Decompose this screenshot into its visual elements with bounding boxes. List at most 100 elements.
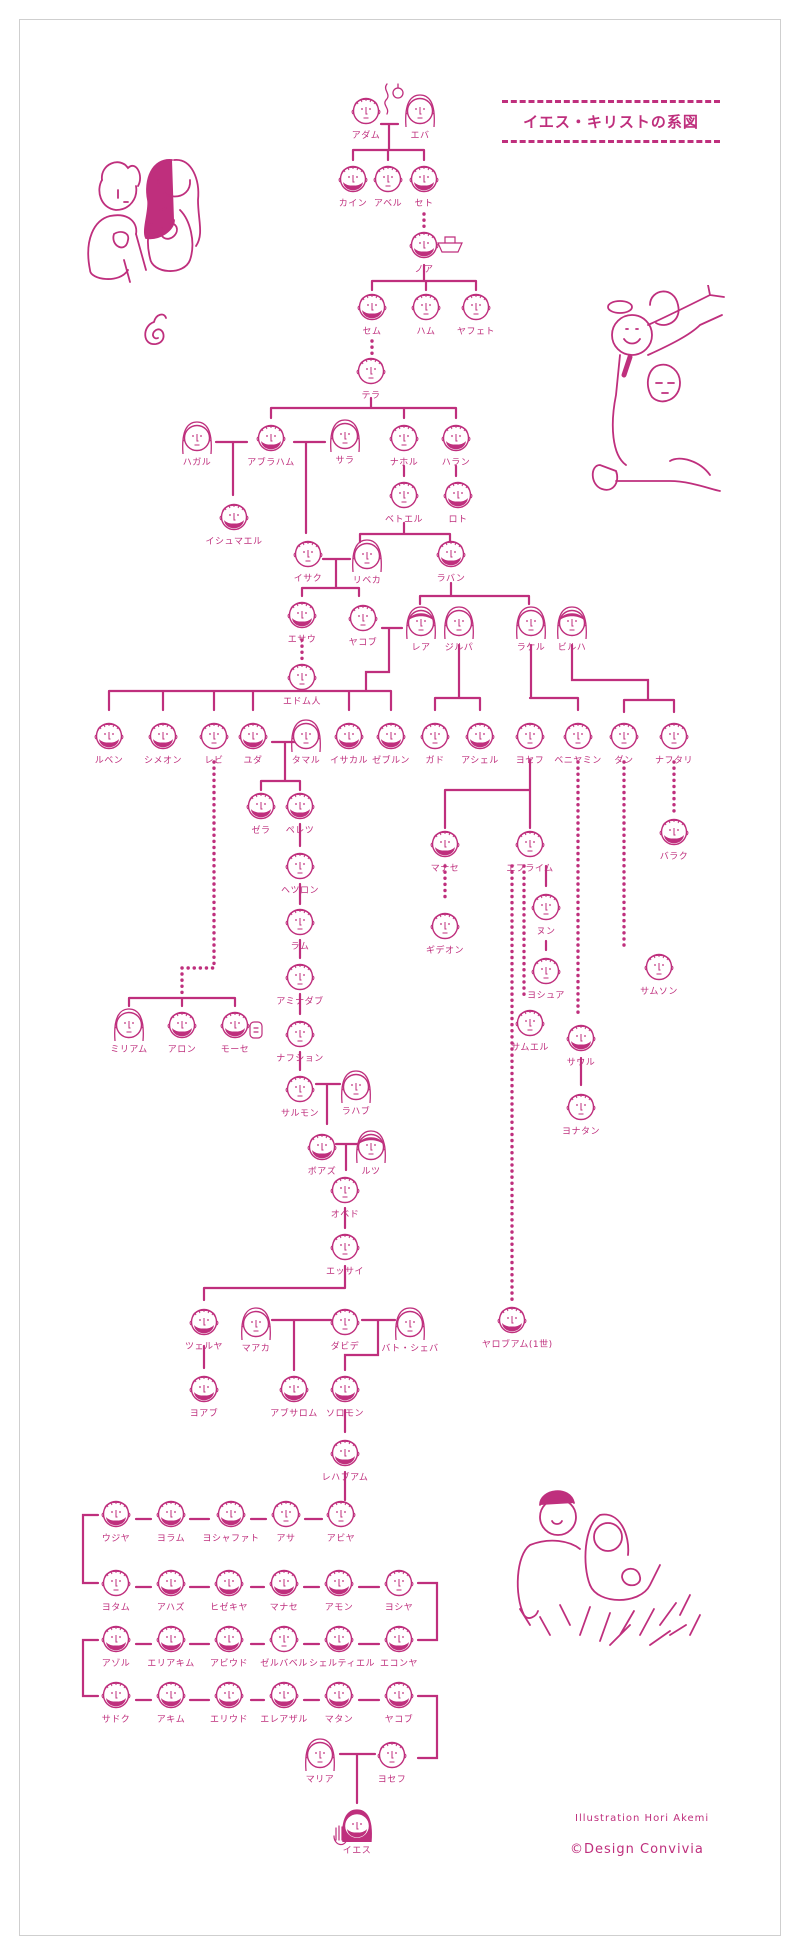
person-node: ヤロブアム(1世) xyxy=(482,1300,553,1351)
face-icon xyxy=(342,287,402,325)
face-icon xyxy=(428,475,488,513)
face-icon xyxy=(396,287,456,325)
person-node: アハズ xyxy=(141,1563,201,1614)
person-name: アロン xyxy=(167,1045,197,1055)
face-icon xyxy=(644,716,704,754)
person-node: ベトエル xyxy=(374,475,434,526)
person-node: エバ xyxy=(390,91,450,142)
title-box: イエス・キリストの系図 xyxy=(502,100,720,143)
face-icon xyxy=(629,947,689,985)
person-node: ヘツロン xyxy=(270,846,330,897)
face-icon xyxy=(223,716,283,754)
person-node: アゾル xyxy=(86,1619,146,1670)
face-icon xyxy=(390,91,450,129)
face-icon xyxy=(141,1563,201,1601)
face-icon xyxy=(204,497,264,535)
person-name: マナセ xyxy=(269,1603,299,1613)
face-icon xyxy=(86,1563,146,1601)
person-node: ロト xyxy=(428,475,488,526)
person-node: ウジヤ xyxy=(86,1494,146,1545)
face-icon xyxy=(369,1619,429,1657)
face-icon xyxy=(199,1563,259,1601)
person-name: ダン xyxy=(614,756,634,766)
face-icon xyxy=(167,418,227,456)
wing xyxy=(649,290,680,326)
face-icon xyxy=(429,603,489,641)
face-icon xyxy=(270,957,330,995)
person-name: エバ xyxy=(410,131,430,141)
person-node: マタン xyxy=(309,1675,369,1726)
face-icon xyxy=(516,887,576,925)
face-icon xyxy=(315,416,375,454)
person-name: ヨラム xyxy=(156,1534,186,1544)
person-node: エサウ xyxy=(272,595,332,646)
person-name: ロト xyxy=(448,515,468,525)
person-name: ジルパ xyxy=(444,643,474,653)
person-name: ソロモン xyxy=(325,1409,364,1419)
person-name: サウル xyxy=(566,1058,596,1068)
person-node: ツェルヤ xyxy=(174,1302,234,1353)
person-name: エッサイ xyxy=(325,1267,364,1277)
face-icon xyxy=(333,598,393,636)
person-name: レア xyxy=(411,643,431,653)
face-icon xyxy=(369,1675,429,1713)
person-node: リベカ xyxy=(337,536,397,587)
person-name: シメオン xyxy=(143,756,182,766)
face-icon xyxy=(254,1563,314,1601)
person-name: エリアキム xyxy=(147,1659,195,1669)
face-icon xyxy=(270,1014,330,1052)
face-icon xyxy=(326,1067,386,1105)
person-node: ヨセフ xyxy=(500,716,560,767)
person-node: ハラン xyxy=(426,418,486,469)
person-name: ヌン xyxy=(536,927,556,937)
person-node: サルモン xyxy=(270,1069,330,1120)
person-name: ヤロブアム(1世) xyxy=(482,1340,553,1350)
person-name: ルベン xyxy=(94,756,124,766)
person-name: ヨアブ xyxy=(189,1409,219,1419)
person-node: ナフタリ xyxy=(644,716,704,767)
person-node: エリウド xyxy=(199,1675,259,1726)
face-icon xyxy=(405,716,465,754)
person-name: マナセ xyxy=(430,864,460,874)
face-icon xyxy=(369,1563,429,1601)
person-node: サウル xyxy=(551,1018,611,1069)
person-name: サムエル xyxy=(511,1043,549,1053)
face-icon xyxy=(341,1127,401,1165)
person-node: ガド xyxy=(405,716,465,767)
face-icon xyxy=(361,716,421,754)
person-node: ヒゼキヤ xyxy=(199,1563,259,1614)
person-node: ユダ xyxy=(223,716,283,767)
person-node: ヤフェト xyxy=(446,287,506,338)
person-node: モーセ xyxy=(205,1005,265,1056)
face-icon xyxy=(264,1369,324,1407)
face-icon xyxy=(374,418,434,456)
person-node: アモン xyxy=(309,1563,369,1614)
face-icon xyxy=(133,716,193,754)
face-icon xyxy=(374,475,434,513)
nativity-illustration xyxy=(516,1490,701,1646)
face-icon xyxy=(86,1675,146,1713)
face-icon xyxy=(141,1619,201,1657)
person-name: ビルハ xyxy=(557,643,587,653)
person-node: ヨタム xyxy=(86,1563,146,1614)
person-node: ヨシュア xyxy=(516,951,576,1002)
person-name: ヤフェト xyxy=(456,327,495,337)
person-name: ベトエル xyxy=(384,515,423,525)
person-node: ゼラ xyxy=(231,786,291,837)
person-name: ヨシャファト xyxy=(202,1534,260,1544)
person-name: イシュマエル xyxy=(205,537,263,547)
face-icon xyxy=(394,225,454,263)
person-name: ユダ xyxy=(243,756,263,766)
person-node: アダム xyxy=(336,91,396,142)
face-icon xyxy=(426,418,486,456)
person-name: セム xyxy=(362,327,382,337)
person-node: アロン xyxy=(152,1005,212,1056)
person-name: セト xyxy=(414,199,434,209)
face-icon xyxy=(446,287,506,325)
person-node: タマル xyxy=(276,716,336,767)
face-icon xyxy=(341,351,401,389)
person-node: ラハブ xyxy=(326,1067,386,1118)
person-name: ルツ xyxy=(361,1167,381,1177)
dotted-lines xyxy=(180,212,676,1302)
